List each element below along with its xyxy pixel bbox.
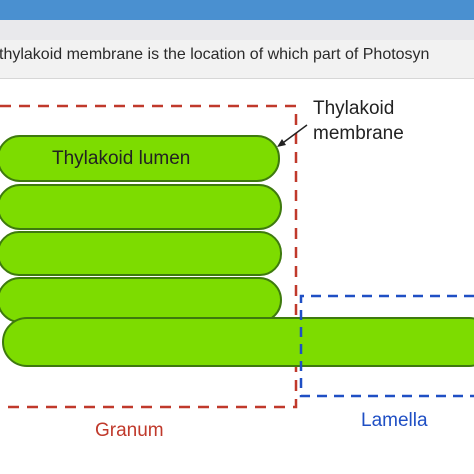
thylakoid-membrane-label: Thylakoid membrane xyxy=(313,96,404,146)
lamella-box xyxy=(299,294,474,398)
question-text: thylakoid membrane is the location of wh… xyxy=(0,46,430,63)
thylakoid-disc xyxy=(0,184,282,230)
thylakoid-disc xyxy=(0,277,282,323)
membrane-pointer-arrow xyxy=(277,124,308,147)
diagram-drawing xyxy=(0,104,474,409)
thylakoid-lumen-label: Thylakoid lumen xyxy=(52,148,191,169)
thylakoid-membrane-label-line2: membrane xyxy=(313,123,404,144)
lamella-label: Lamella xyxy=(361,410,428,431)
thylakoid-diagram: Thylakoid lumen Thylakoid membrane Granu… xyxy=(0,79,474,474)
thylakoid-disc xyxy=(0,231,282,276)
granum-box xyxy=(0,104,298,409)
stroma-lamella xyxy=(2,317,474,367)
granum-label: Granum xyxy=(95,420,164,441)
divider xyxy=(0,78,474,79)
browser-top-bar xyxy=(0,0,474,20)
thylakoid-stack xyxy=(0,135,282,323)
thylakoid-membrane-label-line1: Thylakoid xyxy=(313,98,395,119)
thylakoid-disc xyxy=(0,135,280,182)
toolbar-strip xyxy=(0,20,474,40)
